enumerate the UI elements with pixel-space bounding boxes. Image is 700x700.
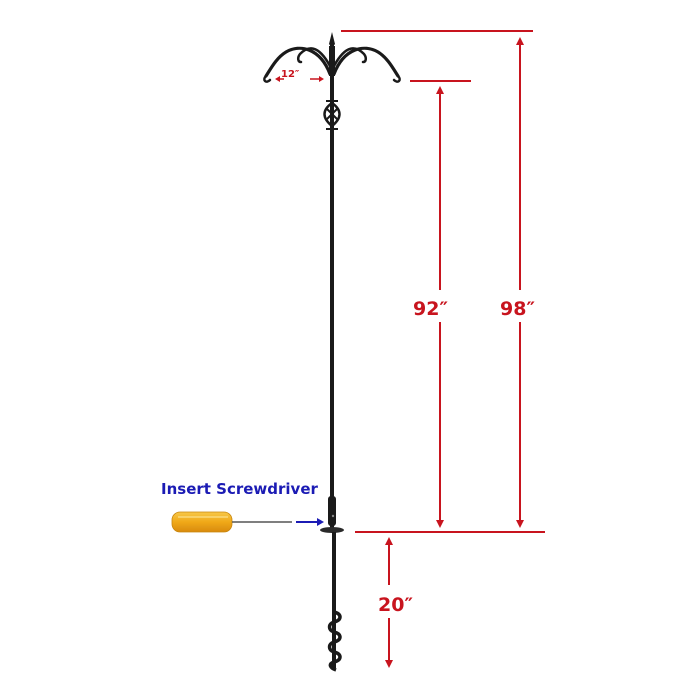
arm-span-label: 12″ — [281, 69, 300, 80]
pole — [263, 32, 401, 672]
hanger-arms — [263, 46, 401, 83]
total-height-label: 98″ — [500, 296, 535, 322]
insert-screwdriver-label: Insert Screwdriver — [161, 480, 318, 498]
dimension-lines — [341, 30, 545, 668]
arm-span-dimension — [275, 76, 324, 82]
hook-height-label: 92″ — [413, 296, 448, 322]
insert-arrow — [296, 518, 324, 526]
screwdriver-icon — [171, 511, 292, 533]
step-collar — [320, 496, 344, 533]
twisted-basket-ornament — [323, 100, 341, 130]
ground-depth-label: 20″ — [378, 592, 413, 618]
ground-auger — [327, 532, 342, 672]
